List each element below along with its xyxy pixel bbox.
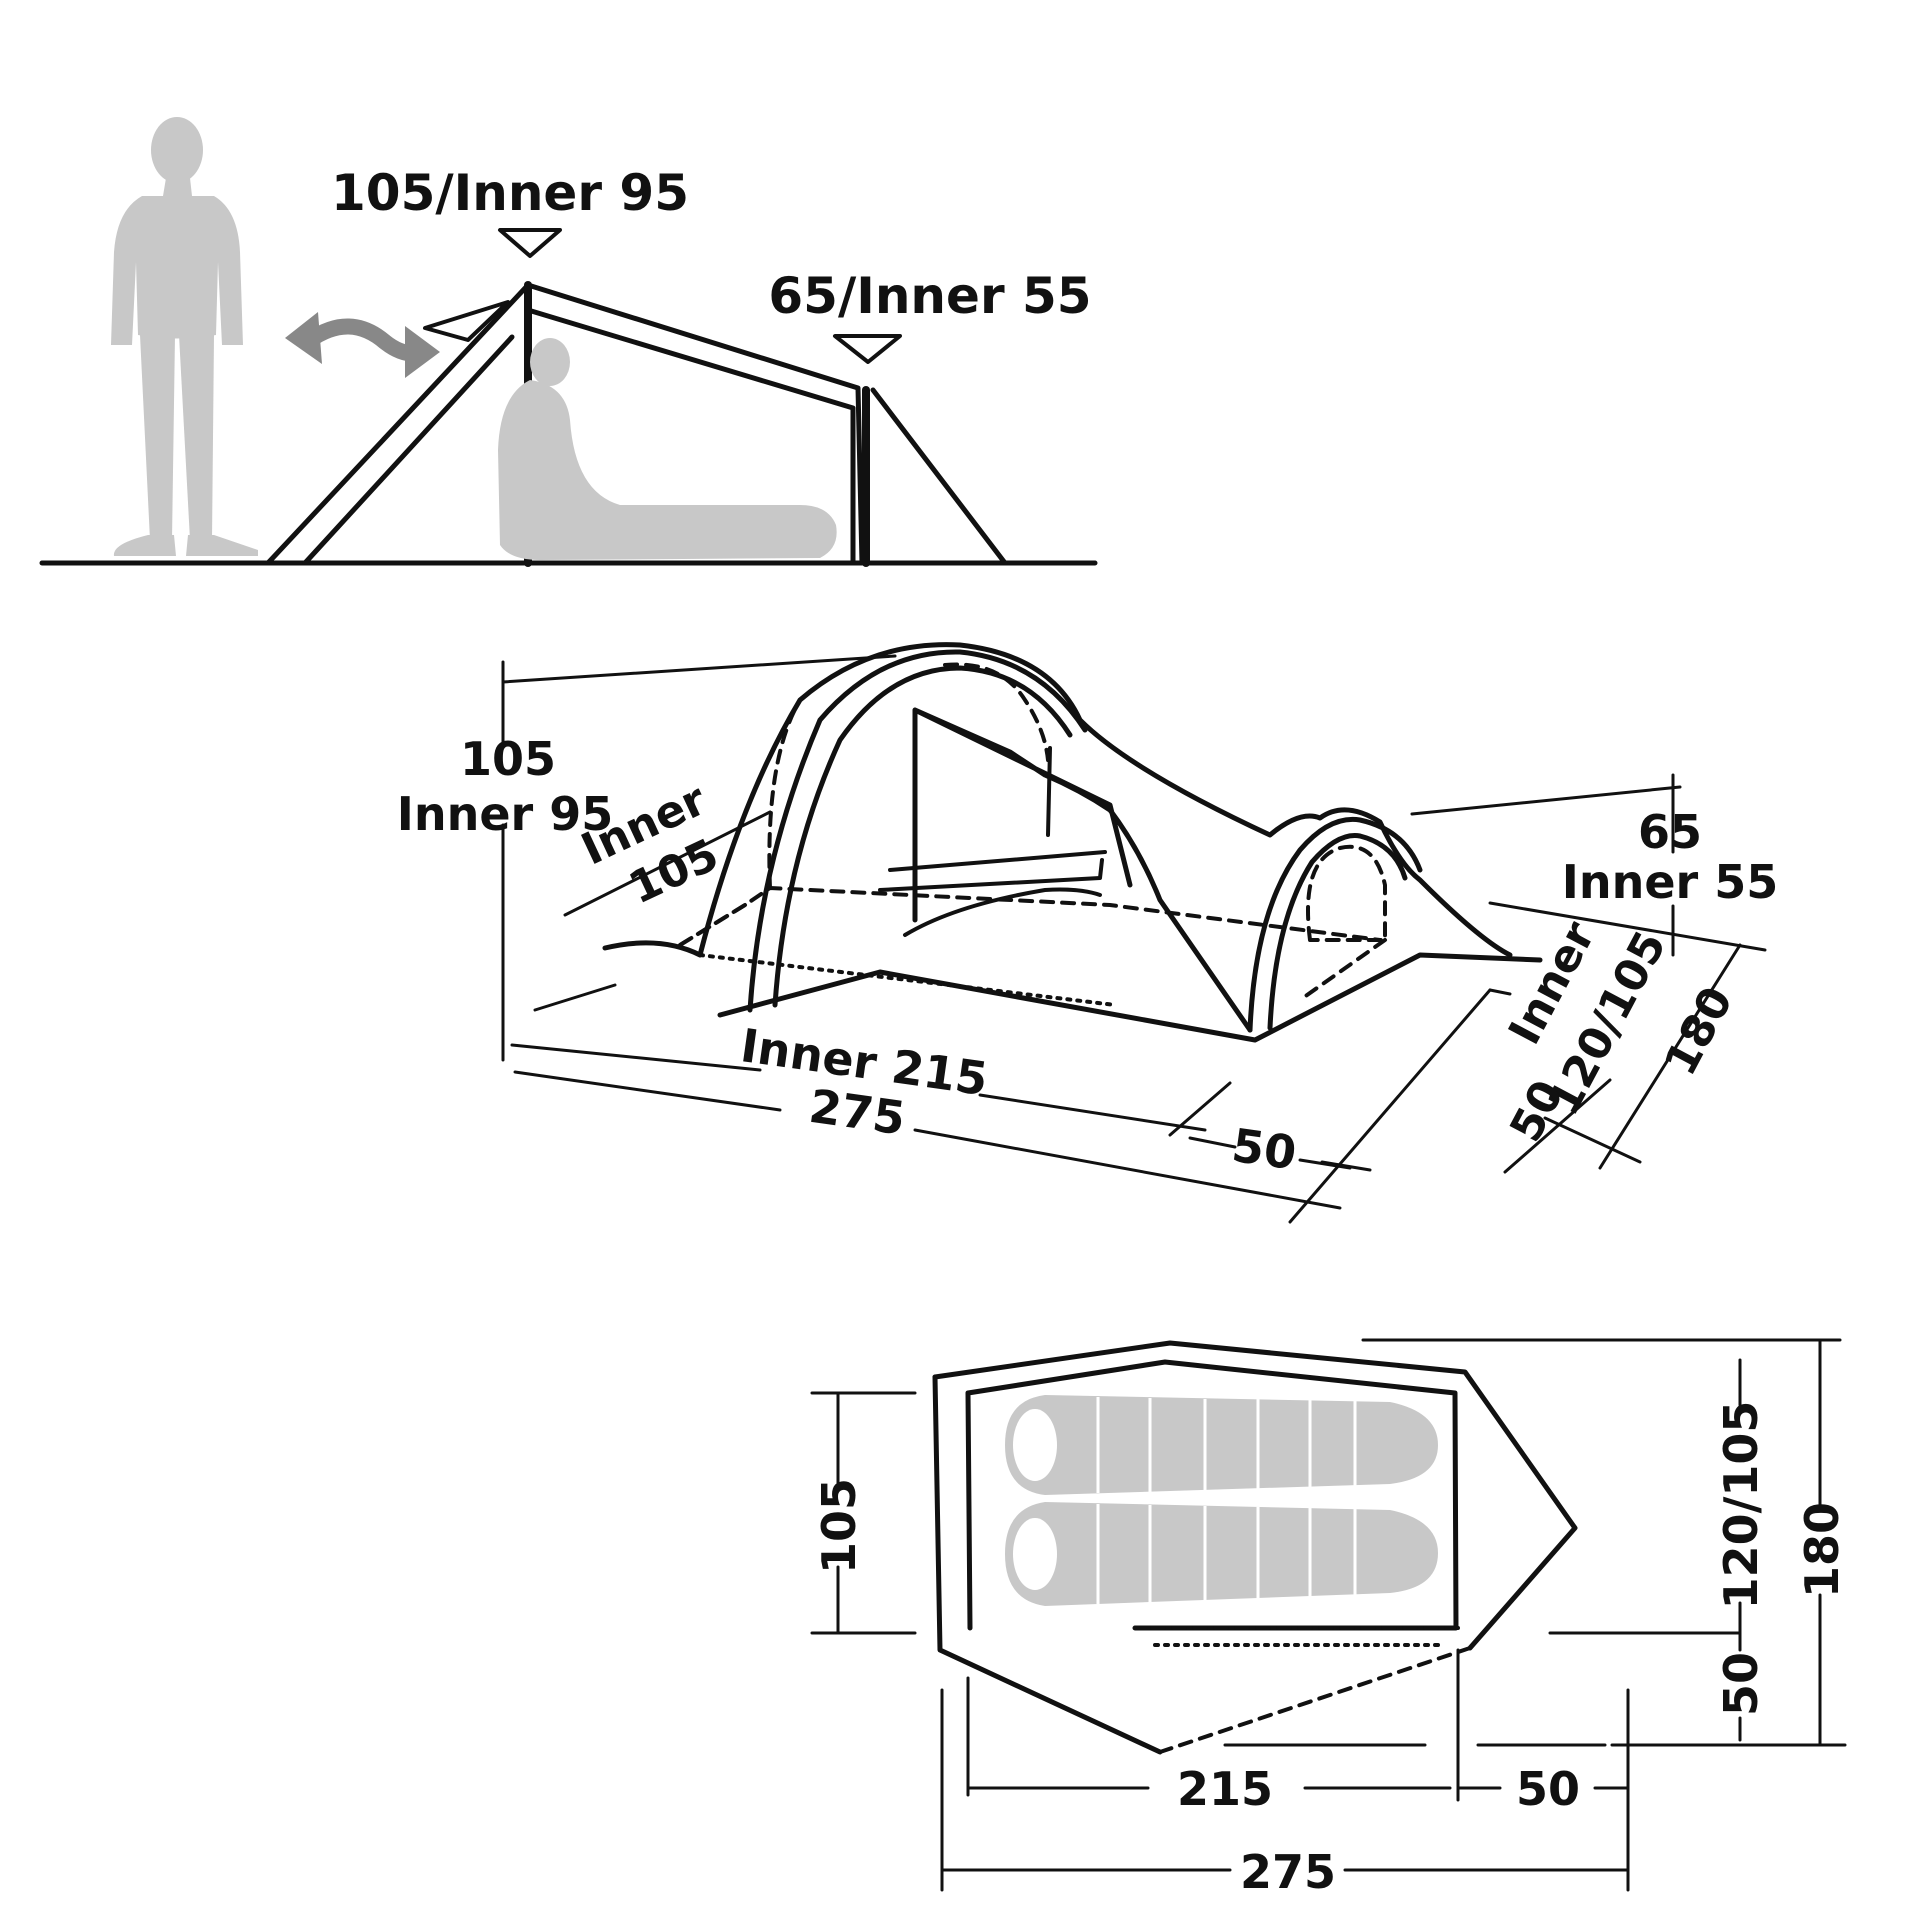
perspective-view: 105 Inner 95 Inner 105 65 Inner 55 Inner… [397,642,1779,1224]
persp-front-height-outer: 105 [460,732,556,786]
floor-front-edge [932,1374,1163,1755]
side-rear-height-label: 65/Inner 55 [768,267,1091,325]
tent-perspective-body [602,642,1543,1043]
side-peak-height-label: 105/Inner 95 [331,164,689,222]
floor-vestibule-length: 50 [1516,1762,1580,1816]
floor-total-width: 180 [1795,1502,1849,1598]
floor-vestibule-width: 50 [1714,1652,1768,1716]
floor-vestibule-door [1158,1646,1472,1754]
persp-vestibule-length: 50 [1229,1118,1300,1180]
floor-left-height: 105 [812,1478,866,1574]
persp-rear-height-outer: 65 [1638,805,1702,859]
rear-marker-icon [833,334,902,364]
persp-rear-height-inner: Inner 55 [1562,855,1779,909]
sleeping-bag-icon [1005,1395,1438,1495]
persp-front-height-inner: Inner 95 [397,787,614,841]
floor-plan: 105 120/105 50 180 215 50 275 [810,1338,1849,1899]
sleeping-bag-icon [1005,1502,1438,1606]
perspective-dimension-lines [501,654,1767,1224]
standing-person-icon [111,117,258,556]
peak-marker-icon [498,228,562,258]
sitting-person-icon [498,338,837,560]
persp-total-width: 180 [1655,979,1743,1084]
entry-arrow-icon [285,312,440,378]
floor-inner-length: 215 [1177,1762,1273,1816]
side-view: 105/Inner 95 65/Inner 55 [39,117,1098,567]
floor-total-length: 275 [1240,1845,1336,1899]
floor-inner-width: 120/105 [1714,1401,1768,1610]
floor-outer-outline [932,1340,1578,1651]
floor-dimension-lines [810,1338,1847,1892]
persp-total-length: 275 [806,1079,909,1146]
